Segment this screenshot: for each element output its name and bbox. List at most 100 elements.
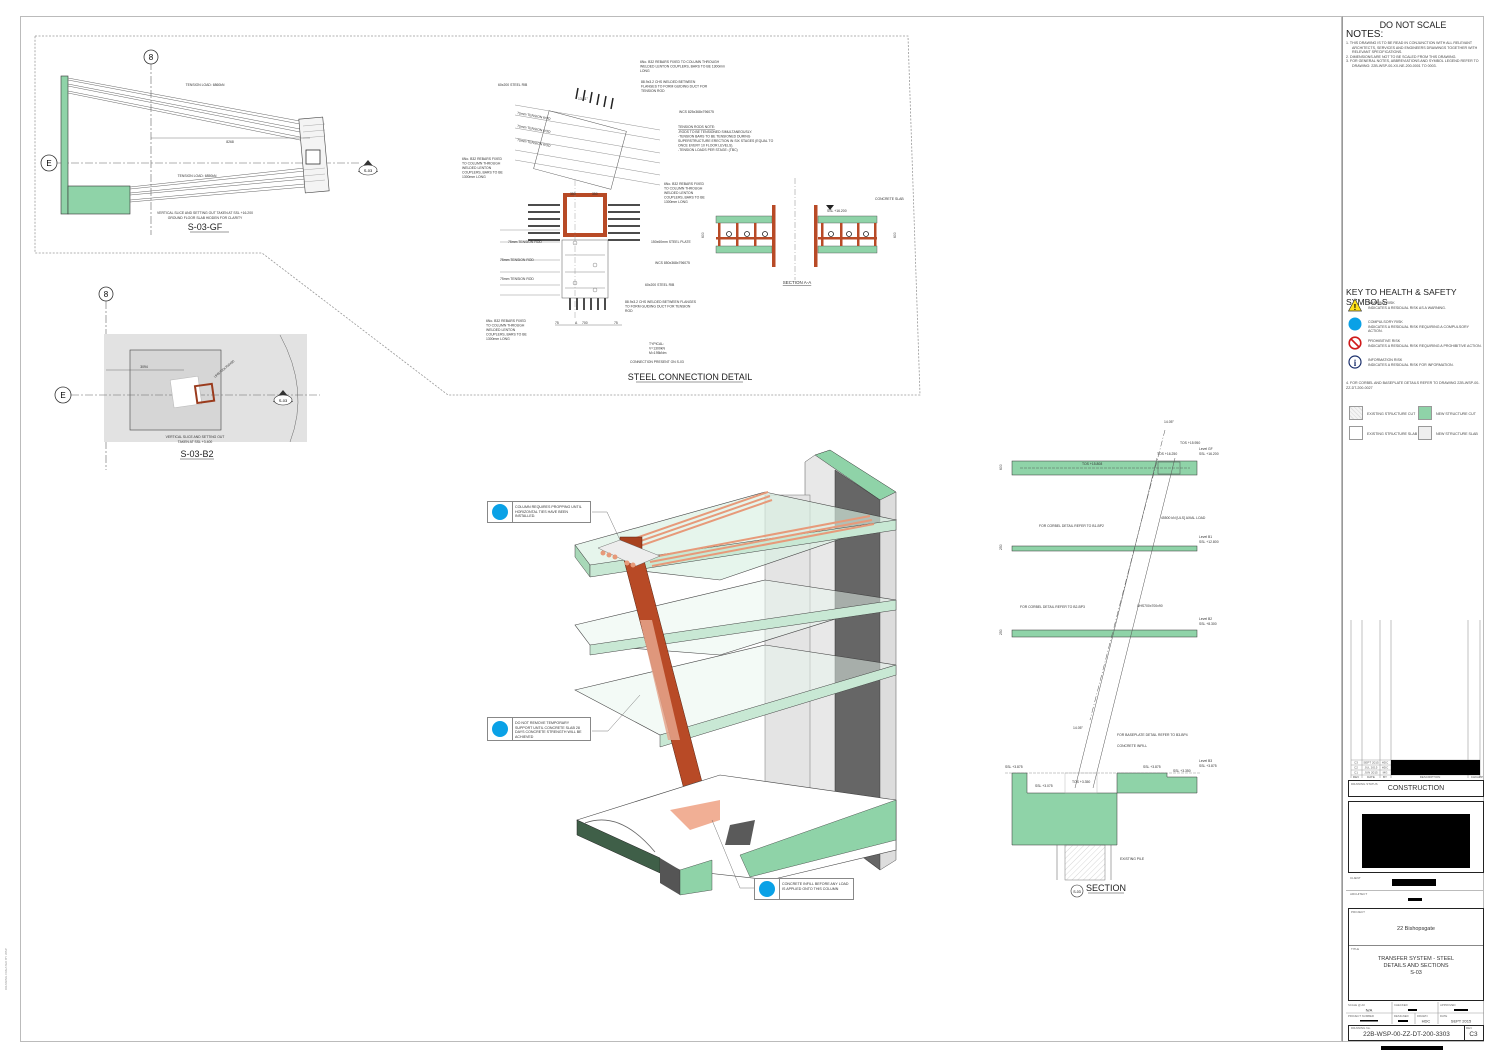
ssl-label: SSL +3.875 bbox=[1005, 765, 1023, 769]
label-chs-bot: 88.9x3.2 CHS WELDED BETWEEN FLANGES TO F… bbox=[625, 300, 697, 313]
ssl-label: SSL +3.875 bbox=[1143, 765, 1161, 769]
infill-label: CONCRETE INFILL bbox=[1117, 744, 1147, 748]
label-rod: 75mm TENSION ROD bbox=[500, 277, 534, 281]
corbel-label: FOR CORBEL DETAIL REFER TO B1-BP2 bbox=[1039, 524, 1104, 528]
tension-load-top: TENSION LOAD: 6860kN bbox=[186, 83, 225, 87]
tension-load-bottom: TENSION LOAD: 6850kN bbox=[178, 174, 217, 178]
sheet-border bbox=[20, 16, 1342, 1042]
redacted-designed bbox=[1398, 1020, 1408, 1022]
tension-rods-bottom bbox=[129, 167, 306, 203]
drawing-title: TRANSFER SYSTEM - STEEL DETAILS AND SECT… bbox=[1349, 956, 1483, 977]
connection-note: CONNECTION PRESENT ON S-03 bbox=[630, 360, 684, 364]
section-title: SECTION A-A bbox=[783, 280, 812, 285]
axial-load-label: 45500 kN [ULS] AXIAL LOAD bbox=[1161, 516, 1206, 520]
slab-b2-section bbox=[1011, 629, 1198, 638]
grid-bubble-e bbox=[40, 154, 58, 172]
warning-triangle-icon: ! bbox=[1348, 298, 1362, 312]
notes-heading: NOTES: bbox=[1346, 29, 1384, 40]
revision-table: C3 SEPT 2015 HDC C2 JUL 2015 HDC C1 JUN … bbox=[1350, 620, 1483, 779]
caption-2: GROUND FLOOR SLAB HIDDEN FOR CLARITY bbox=[168, 216, 243, 220]
rev-cell: C2 bbox=[1354, 766, 1358, 770]
title-label: TITLE bbox=[1351, 947, 1360, 951]
hs-title: COMPULSORY RISK bbox=[1368, 320, 1403, 324]
date-cell: JUN 2015 bbox=[1364, 771, 1378, 775]
svg-text:!: ! bbox=[1354, 303, 1357, 312]
title-line: TRANSFER SYSTEM - STEEL bbox=[1377, 956, 1455, 962]
label-rod: 75mm TENSION ROD bbox=[500, 258, 534, 262]
base-section bbox=[1011, 772, 1198, 846]
dim-label: 600 bbox=[999, 464, 1003, 470]
rev-cell: C1 bbox=[1354, 771, 1358, 775]
pile-label: EXISTING PILE bbox=[1120, 857, 1145, 861]
col-header: DESCRIPTION bbox=[1420, 775, 1441, 779]
level-label: Level B1 bbox=[1199, 535, 1212, 539]
date-value: SEPT 2015 bbox=[1451, 1019, 1472, 1024]
do-not-scale: DO NOT SCALE bbox=[1379, 20, 1447, 30]
legend-label: NEW STRUCTURE CUT bbox=[1436, 412, 1476, 416]
section-marker-label: S-03 bbox=[364, 168, 373, 173]
compulsory-circle-icon bbox=[492, 721, 508, 737]
svg-text:i: i bbox=[1354, 358, 1357, 368]
drawing-status-label: DRAWING STATUS bbox=[1351, 782, 1378, 786]
grid-bubble-e bbox=[54, 386, 72, 404]
tension-note-lines: -RODS TO BE TENSIONED SIMULTANEOUSLY. -T… bbox=[678, 130, 774, 152]
note-item: 3. FOR GENERAL NOTES, ABBREVIATIONS AND … bbox=[1346, 59, 1479, 68]
drawn-value: HDC bbox=[1422, 1019, 1431, 1024]
slab-b1-section bbox=[1011, 545, 1198, 552]
drawn-label: DRAWN bbox=[1417, 1014, 1427, 1018]
dim-label: 3094 bbox=[140, 365, 148, 369]
section-marker-label: S-03 bbox=[1073, 890, 1080, 894]
label-rod: 75mm TENSION ROD bbox=[517, 138, 552, 148]
existing-pile bbox=[1064, 844, 1106, 881]
ssl-label: SSL +3.075 bbox=[1035, 784, 1053, 788]
project-name: 22 Bishopsgate bbox=[1397, 926, 1435, 932]
svg-text:-RODS TO BE TENSIONED SIMULTAN: -RODS TO BE TENSIONED SIMULTANEOUSLY. bbox=[678, 130, 752, 134]
tos-label: TOS +16.250 bbox=[1157, 452, 1177, 456]
compulsory-circle-icon bbox=[492, 504, 508, 520]
prohibitive-icon bbox=[1348, 336, 1362, 350]
angle-label: 14.05° bbox=[1073, 726, 1083, 730]
col-header: APP bbox=[1477, 775, 1483, 779]
new-structure-wall bbox=[60, 75, 69, 215]
svg-text:-TENSION LOADS PER STAGE: (TBC: -TENSION LOADS PER STAGE: (TBC) bbox=[678, 148, 738, 152]
hs-title: INFORMATION RISK bbox=[1368, 358, 1403, 362]
section-marker-icon bbox=[1070, 884, 1084, 898]
legend-swatch-new-slab bbox=[1418, 426, 1432, 440]
typical-label: TYPICAL: bbox=[649, 342, 664, 346]
section-a-label: A bbox=[575, 321, 578, 325]
grid-bubble-8 bbox=[143, 49, 159, 65]
dim-label: 75 bbox=[614, 321, 618, 325]
dim-label: 350 bbox=[570, 192, 576, 196]
grid-bubble-8 bbox=[98, 286, 114, 302]
hs-title: WARNING RISK bbox=[1368, 301, 1395, 305]
ssl-label: SSL +3.350 bbox=[1173, 769, 1191, 773]
dim-label: 75 bbox=[555, 321, 559, 325]
health-safety-heading: KEY TO HEALTH & SAFETY SYMBOLS bbox=[1346, 287, 1457, 307]
scale-value: N/A bbox=[1366, 1008, 1373, 1013]
dim-label: 350 bbox=[592, 192, 598, 196]
by-cell: HDC bbox=[1382, 761, 1389, 765]
information-icon: i bbox=[1348, 355, 1362, 369]
checked-label: CHECKED bbox=[1394, 1003, 1408, 1007]
anchor-block bbox=[298, 116, 330, 194]
hs-desc: INDICATES A RESIDUAL RISK FOR INFORMATIO… bbox=[1368, 362, 1454, 367]
client-label: CLIENT bbox=[1350, 876, 1361, 880]
title-line: S-03 bbox=[1410, 970, 1422, 976]
callout-concrete-infill: CONCRETE INFILL BEFORE ANY LOAD IS APPLI… bbox=[754, 878, 854, 900]
redacted-revision-description bbox=[1391, 760, 1480, 775]
callout-text: COLUMN REQUIRES PROPPING UNTIL HORIZONTA… bbox=[515, 505, 582, 518]
drawing-status-box: DRAWING STATUS CONSTRUCTION bbox=[1348, 780, 1484, 797]
section-view: 14.05° TOS +15.950 TOS +16.250 Level GF … bbox=[999, 420, 1219, 898]
label-rib-top: 60x200 STEEL RIB bbox=[498, 83, 528, 87]
rev-value: C3 bbox=[1469, 1031, 1478, 1038]
section-aa: SSL +16.200 CONCRETE SLAB 600 600 SECTIO… bbox=[701, 178, 904, 285]
scale-label: SCALE @ A0 bbox=[1348, 1003, 1365, 1007]
ssl-label: SSL +16.200 bbox=[827, 209, 847, 213]
label-wcs-top: WCS 825x368x796075 bbox=[679, 110, 714, 114]
tos-label: TOS +3.350 bbox=[1072, 780, 1090, 784]
angle-label: 14.05° bbox=[1164, 420, 1174, 424]
